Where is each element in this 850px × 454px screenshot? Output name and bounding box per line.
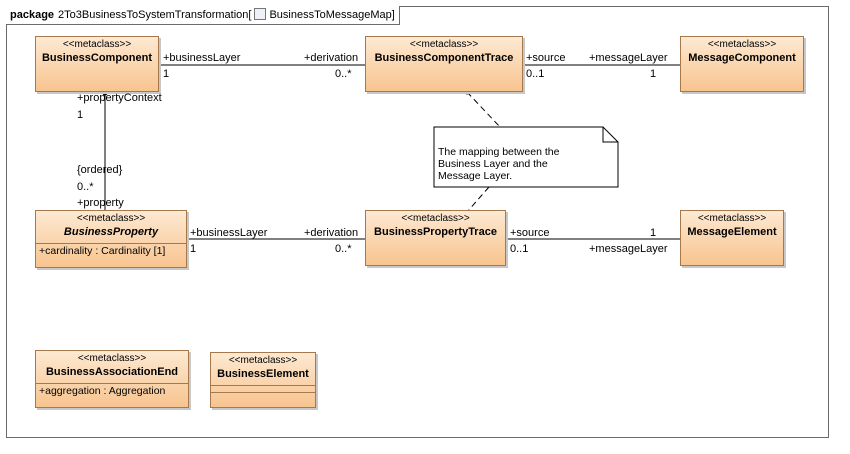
comment-note[interactable]: The mapping between the Business Layer a…: [434, 127, 618, 187]
stereotype-label: <<metaclass>>: [77, 353, 147, 364]
class-name: MessageElement: [687, 226, 777, 238]
attribute-cardinality[interactable]: +cardinality : Cardinality [1]: [39, 245, 166, 257]
stereotype-label: <<metaclass>>: [401, 213, 470, 224]
multiplicity-label: 0..*: [77, 181, 94, 193]
class-name: BusinessComponentTrace: [374, 52, 514, 64]
class-message-component[interactable]: <<metaclass>> MessageComponent: [680, 36, 804, 92]
role-label: +property: [77, 197, 124, 209]
multiplicity-label: 1: [77, 109, 84, 121]
note-fold-corner: [602, 127, 618, 143]
attribute-aggregation[interactable]: +aggregation : Aggregation: [39, 385, 166, 397]
package-tab-bracket: ]: [391, 9, 395, 21]
class-name: BusinessPropertyTrace: [374, 226, 497, 238]
multiplicity-label: 1: [650, 68, 657, 80]
attribute-compartment: +aggregation : Aggregation: [36, 383, 188, 399]
role-label: +messageLayer: [589, 52, 668, 64]
role-label: +source: [510, 227, 550, 239]
role-label: +messageLayer: [589, 243, 668, 255]
diagram-name: BusinessToMessageMap: [269, 9, 392, 21]
multiplicity-label: 0..*: [335, 68, 352, 80]
multiplicity-label: 1: [163, 68, 170, 80]
class-business-element[interactable]: <<metaclass>> BusinessElement: [210, 352, 316, 408]
constraint-label: {ordered}: [77, 164, 123, 176]
note-text-line: Message Layer.: [438, 170, 513, 182]
class-name: BusinessAssociationEnd: [45, 366, 179, 378]
multiplicity-label: 1: [190, 243, 197, 255]
class-name: BusinessProperty: [63, 226, 159, 238]
stereotype-label: <<metaclass>>: [409, 39, 479, 50]
package-frame: [6, 6, 829, 438]
package-keyword: package: [10, 9, 55, 21]
note-anchor-bottom: [466, 186, 490, 213]
multiplicity-label: 1: [650, 227, 657, 239]
stereotype-label: <<metaclass>>: [228, 355, 298, 366]
package-name: 2To3BusinessToSystemTransformation[: [58, 9, 252, 21]
operation-compartment: [211, 392, 315, 399]
role-label: +propertyContext: [77, 92, 162, 104]
attribute-compartment: [211, 385, 315, 392]
role-label: +businessLayer: [190, 227, 268, 239]
note-text: The mapping between the Business Layer a…: [438, 146, 608, 182]
multiplicity-label: 0..*: [335, 243, 352, 255]
class-business-component-trace[interactable]: <<metaclass>> BusinessComponentTrace: [365, 36, 523, 92]
note-anchor-top: [466, 91, 501, 128]
class-name: BusinessElement: [217, 368, 309, 380]
role-label: +source: [526, 52, 566, 64]
role-label: +derivation: [304, 227, 359, 239]
role-label: +businessLayer: [163, 52, 241, 64]
note-text-line: The mapping between the: [438, 146, 560, 158]
attribute-compartment: +cardinality : Cardinality [1]: [36, 243, 186, 259]
multiplicity-label: 0..1: [526, 68, 545, 80]
class-business-association-end[interactable]: <<metaclass>> BusinessAssociationEnd +ag…: [35, 350, 189, 408]
stereotype-label: <<metaclass>>: [76, 213, 146, 224]
role-label: +derivation: [304, 52, 359, 64]
class-business-property-trace[interactable]: <<metaclass>> BusinessPropertyTrace: [365, 210, 506, 266]
stereotype-label: <<metaclass>>: [697, 213, 767, 224]
class-message-element[interactable]: <<metaclass>> MessageElement: [680, 210, 784, 266]
note-text-line: Business Layer and the: [438, 158, 548, 170]
stereotype-label: <<metaclass>>: [62, 39, 132, 50]
class-business-component[interactable]: <<metaclass>> BusinessComponent: [35, 36, 159, 92]
class-business-property[interactable]: <<metaclass>> BusinessProperty +cardinal…: [35, 210, 187, 268]
class-diagram-icon: [254, 8, 267, 20]
note-shape[interactable]: [433, 126, 619, 188]
stereotype-label: <<metaclass>>: [707, 39, 777, 50]
class-name: MessageComponent: [688, 52, 796, 64]
class-name: BusinessComponent: [41, 52, 152, 64]
multiplicity-label: 0..1: [510, 243, 529, 255]
